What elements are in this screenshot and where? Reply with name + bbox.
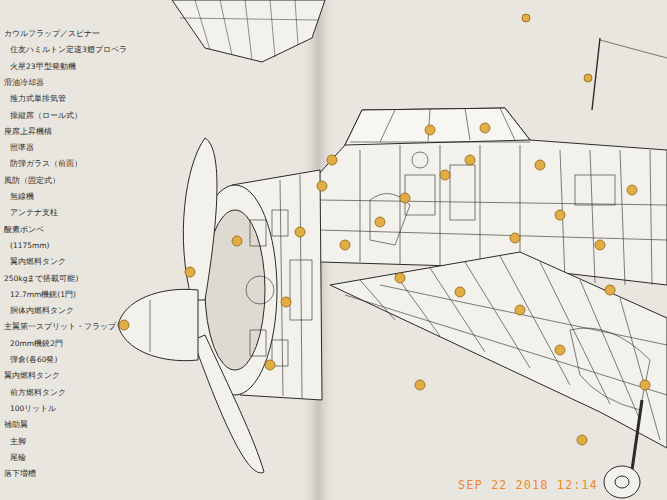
spec-text: 火星23甲型発動機 — [10, 63, 76, 71]
spec-text: 住友ハミルトン定速3翅プロペラ — [10, 46, 127, 54]
spec-text: 前方燃料タンク — [10, 389, 66, 397]
spec-text: 20mm機銃2門 — [10, 340, 63, 348]
spec-text: 落下増槽 — [4, 470, 36, 478]
spec-text: 12.7mm機銃(1門) — [10, 291, 76, 299]
spec-text: 無線機 — [10, 193, 34, 201]
spec-text: 風防（固定式） — [4, 177, 60, 185]
spec-text: 操縦席（ロール式） — [10, 112, 82, 120]
spec-text: 座席上昇機構 — [4, 128, 52, 136]
spec-text: 弾倉(各60発) — [10, 356, 57, 364]
spec-text: 主翼第一スプリット・フラップ — [4, 323, 116, 331]
spec-text: 主脚 — [10, 438, 26, 446]
spec-text: 酸素ボンベ — [4, 226, 44, 234]
spec-text: 尾輪 — [10, 454, 26, 462]
date-stamp: SEP 22 2018 12:14 — [458, 479, 598, 492]
spec-text: 翼内燃料タンク — [4, 372, 60, 380]
spec-text: 補助翼 — [4, 421, 28, 429]
spec-text: (1175mm) — [10, 242, 50, 250]
spec-text: 100リットル — [10, 405, 56, 413]
spec-text: 翼内燃料タンク — [10, 258, 66, 266]
spec-text: 防弾ガラス（前面） — [10, 160, 82, 168]
spec-text: 胴体内燃料タンク — [10, 307, 74, 315]
spec-text: アンテナ支柱 — [10, 209, 58, 217]
spec-text: 滑油冷却器 — [4, 79, 44, 87]
spec-text: 照準器 — [10, 144, 34, 152]
spec-text: 250kgまで搭載可能) — [4, 275, 78, 283]
spec-text: 推力式単排気管 — [10, 95, 66, 103]
spec-text: カウルフラップ／スピナー — [4, 30, 100, 38]
